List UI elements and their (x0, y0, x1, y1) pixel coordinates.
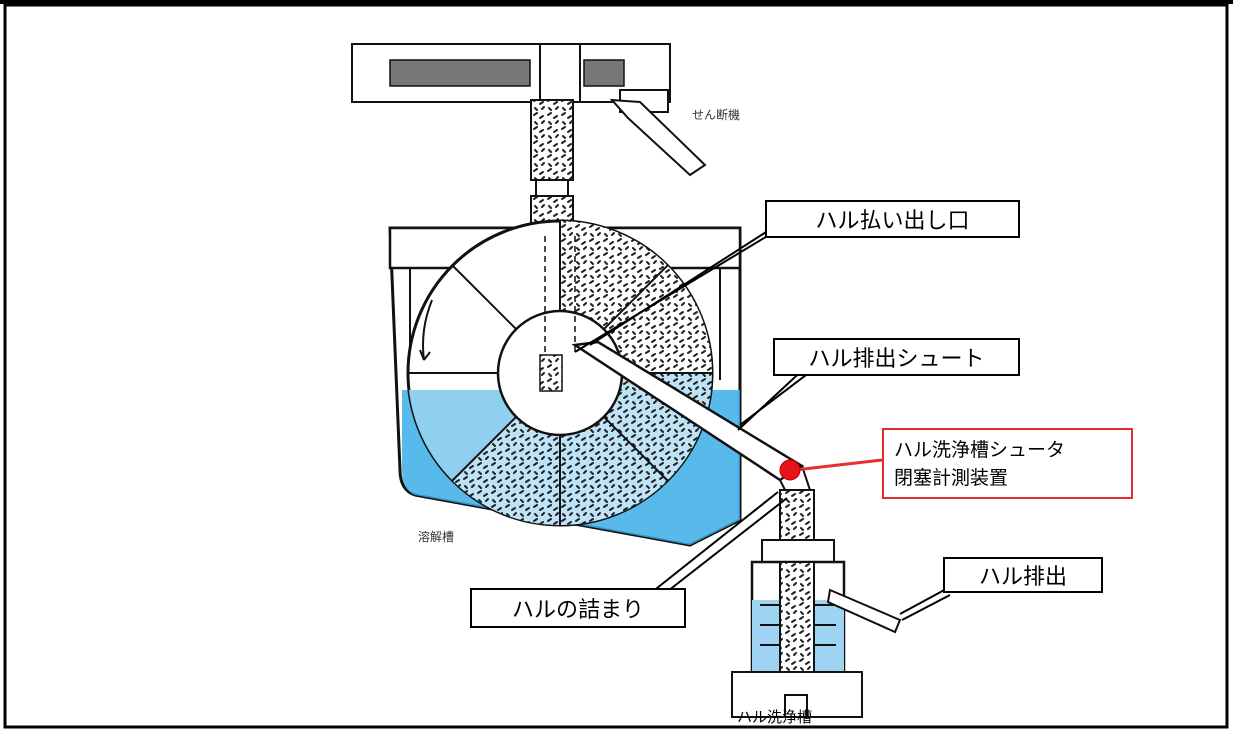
callout-hull-outlet: ハル払い出し口 (765, 200, 1020, 238)
sensor-label-line1: ハル洗浄槽シュータ (894, 439, 1066, 461)
callout-hull-clog: ハルの詰まり (470, 588, 686, 628)
leader-lines (574, 224, 951, 621)
outer-frame (3, 3, 1229, 729)
sensor-label-line2: 閉塞計測装置 (894, 467, 1009, 489)
label-hull-wash-tank: ハル洗浄槽 (737, 708, 813, 726)
sensor-dot (779, 459, 801, 481)
callout-sensor: ハル洗浄槽シュータ 閉塞計測装置 (882, 428, 1133, 499)
feed-pipe (530, 99, 574, 237)
hull-wash-tank (731, 489, 902, 718)
shear-machine (351, 43, 707, 177)
sensor-leader (794, 458, 883, 472)
label-shear-machine: せん断機 (692, 108, 741, 122)
callout-hull-discharge: ハル排出 (943, 557, 1103, 593)
label-dissolver-tank: 溶解槽 (418, 530, 455, 544)
callout-hull-chute: ハル排出シュート (773, 338, 1020, 376)
rotary-wheel (406, 219, 714, 527)
